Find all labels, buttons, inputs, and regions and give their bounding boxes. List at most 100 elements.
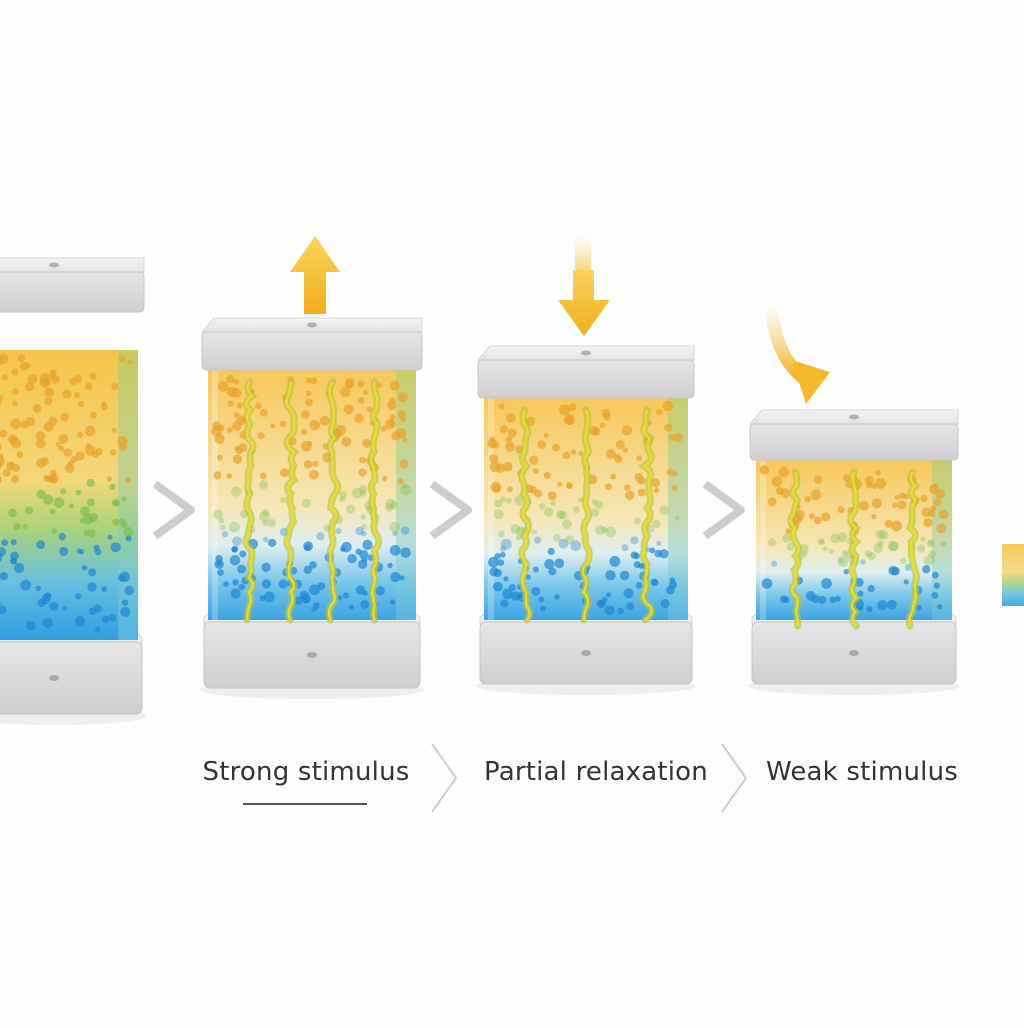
gel-dot bbox=[610, 473, 616, 479]
gel-dot bbox=[226, 473, 232, 479]
gel-dot bbox=[934, 498, 942, 506]
gel-dot bbox=[320, 416, 330, 426]
gel-dot bbox=[635, 473, 644, 482]
gel-dot bbox=[891, 521, 902, 532]
gel-dot bbox=[36, 439, 46, 449]
cap-front bbox=[202, 332, 422, 370]
gel-dot bbox=[21, 420, 29, 428]
gel-dot bbox=[490, 461, 501, 472]
gel-dot bbox=[121, 496, 126, 501]
gel-dot bbox=[262, 579, 271, 588]
gel-dot bbox=[875, 470, 881, 476]
gel-highlight bbox=[212, 370, 218, 620]
gel-dot bbox=[87, 479, 95, 487]
gel-dot bbox=[0, 572, 8, 580]
gel-dot bbox=[69, 378, 76, 385]
gel-dot bbox=[391, 431, 401, 441]
gel-dot bbox=[11, 539, 17, 545]
base-front bbox=[0, 642, 142, 714]
gel-dot bbox=[312, 461, 318, 467]
gel-dot bbox=[400, 575, 405, 580]
gel-dot bbox=[1, 539, 8, 546]
gel-dot bbox=[887, 600, 897, 610]
gel-dot bbox=[305, 398, 313, 406]
gel-dot bbox=[625, 490, 635, 500]
gel-dot bbox=[823, 546, 828, 551]
gel-dot bbox=[656, 541, 661, 546]
gel-dot bbox=[235, 446, 240, 451]
gel-dot bbox=[119, 518, 125, 524]
gel-dot bbox=[43, 494, 53, 504]
gel-dot bbox=[304, 566, 312, 574]
gel-dot bbox=[76, 490, 82, 496]
gel-dot bbox=[69, 503, 74, 508]
gel-dot bbox=[401, 526, 410, 535]
gel-dot bbox=[2, 374, 8, 380]
gel-dot bbox=[659, 505, 669, 515]
gel-dot bbox=[780, 595, 787, 602]
gel-dot bbox=[306, 377, 312, 383]
gel-dot bbox=[85, 426, 96, 437]
gel-dot bbox=[540, 606, 546, 612]
gel-dot bbox=[842, 550, 848, 556]
gel-dot bbox=[360, 514, 366, 520]
gel-dot bbox=[897, 500, 906, 509]
gel-dot bbox=[44, 422, 54, 432]
gel-dot bbox=[605, 570, 615, 580]
gel-dot bbox=[544, 433, 549, 438]
gel-dot bbox=[301, 410, 310, 419]
gel-dot bbox=[900, 558, 906, 564]
gel-dot bbox=[398, 410, 406, 418]
caption-strong-stimulus: Strong stimulus bbox=[200, 757, 412, 797]
gel-dot bbox=[402, 437, 407, 442]
gel-dot bbox=[340, 546, 346, 552]
gel-dot bbox=[533, 468, 539, 474]
gel-dot bbox=[26, 363, 31, 368]
gel-dot bbox=[877, 600, 887, 610]
gel-dot bbox=[231, 588, 241, 598]
gel-dot bbox=[316, 532, 324, 540]
gel-dot bbox=[397, 478, 403, 484]
gel-dot bbox=[303, 541, 313, 551]
gel-dot bbox=[772, 476, 783, 487]
gel-dot bbox=[44, 397, 52, 405]
gel-dot bbox=[620, 571, 630, 581]
gel-dot bbox=[675, 515, 680, 520]
gel-dot bbox=[340, 387, 350, 397]
gel-dot bbox=[562, 519, 572, 529]
gel-dot bbox=[362, 540, 372, 550]
gel-dot bbox=[860, 559, 865, 564]
gel-dot bbox=[888, 541, 898, 551]
gel-dot bbox=[493, 582, 503, 592]
gel-dot bbox=[51, 528, 57, 534]
gel-dot bbox=[231, 546, 238, 553]
gel-dot bbox=[25, 506, 33, 514]
gel-dot bbox=[651, 579, 658, 586]
gel-dot bbox=[623, 447, 628, 452]
gel-dot bbox=[631, 551, 638, 558]
gel-dot bbox=[108, 535, 113, 540]
gel-dot bbox=[80, 518, 85, 523]
gel-dot bbox=[257, 432, 264, 439]
gel-dot bbox=[339, 491, 347, 499]
gel-side bbox=[118, 350, 138, 640]
gel-dot bbox=[11, 475, 19, 483]
gel-dot bbox=[533, 567, 539, 573]
gel-dot bbox=[534, 537, 541, 544]
base-hole bbox=[49, 675, 59, 681]
gel-dot bbox=[43, 618, 53, 628]
gel-dot bbox=[12, 388, 19, 395]
gel-dot bbox=[232, 536, 242, 546]
gel-dot bbox=[552, 444, 560, 452]
gel-dot bbox=[89, 607, 97, 615]
gel-dot bbox=[227, 427, 233, 433]
gel-dot bbox=[341, 437, 351, 447]
gel-dot bbox=[10, 419, 21, 430]
gel-dot bbox=[941, 541, 947, 547]
gel-dot bbox=[50, 470, 56, 476]
gel-dot bbox=[554, 594, 559, 599]
gel-dot bbox=[389, 522, 400, 533]
gel-dot bbox=[87, 498, 95, 506]
caption-partial-relaxation: Partial relaxation bbox=[484, 757, 706, 797]
gel-dot bbox=[107, 476, 113, 482]
